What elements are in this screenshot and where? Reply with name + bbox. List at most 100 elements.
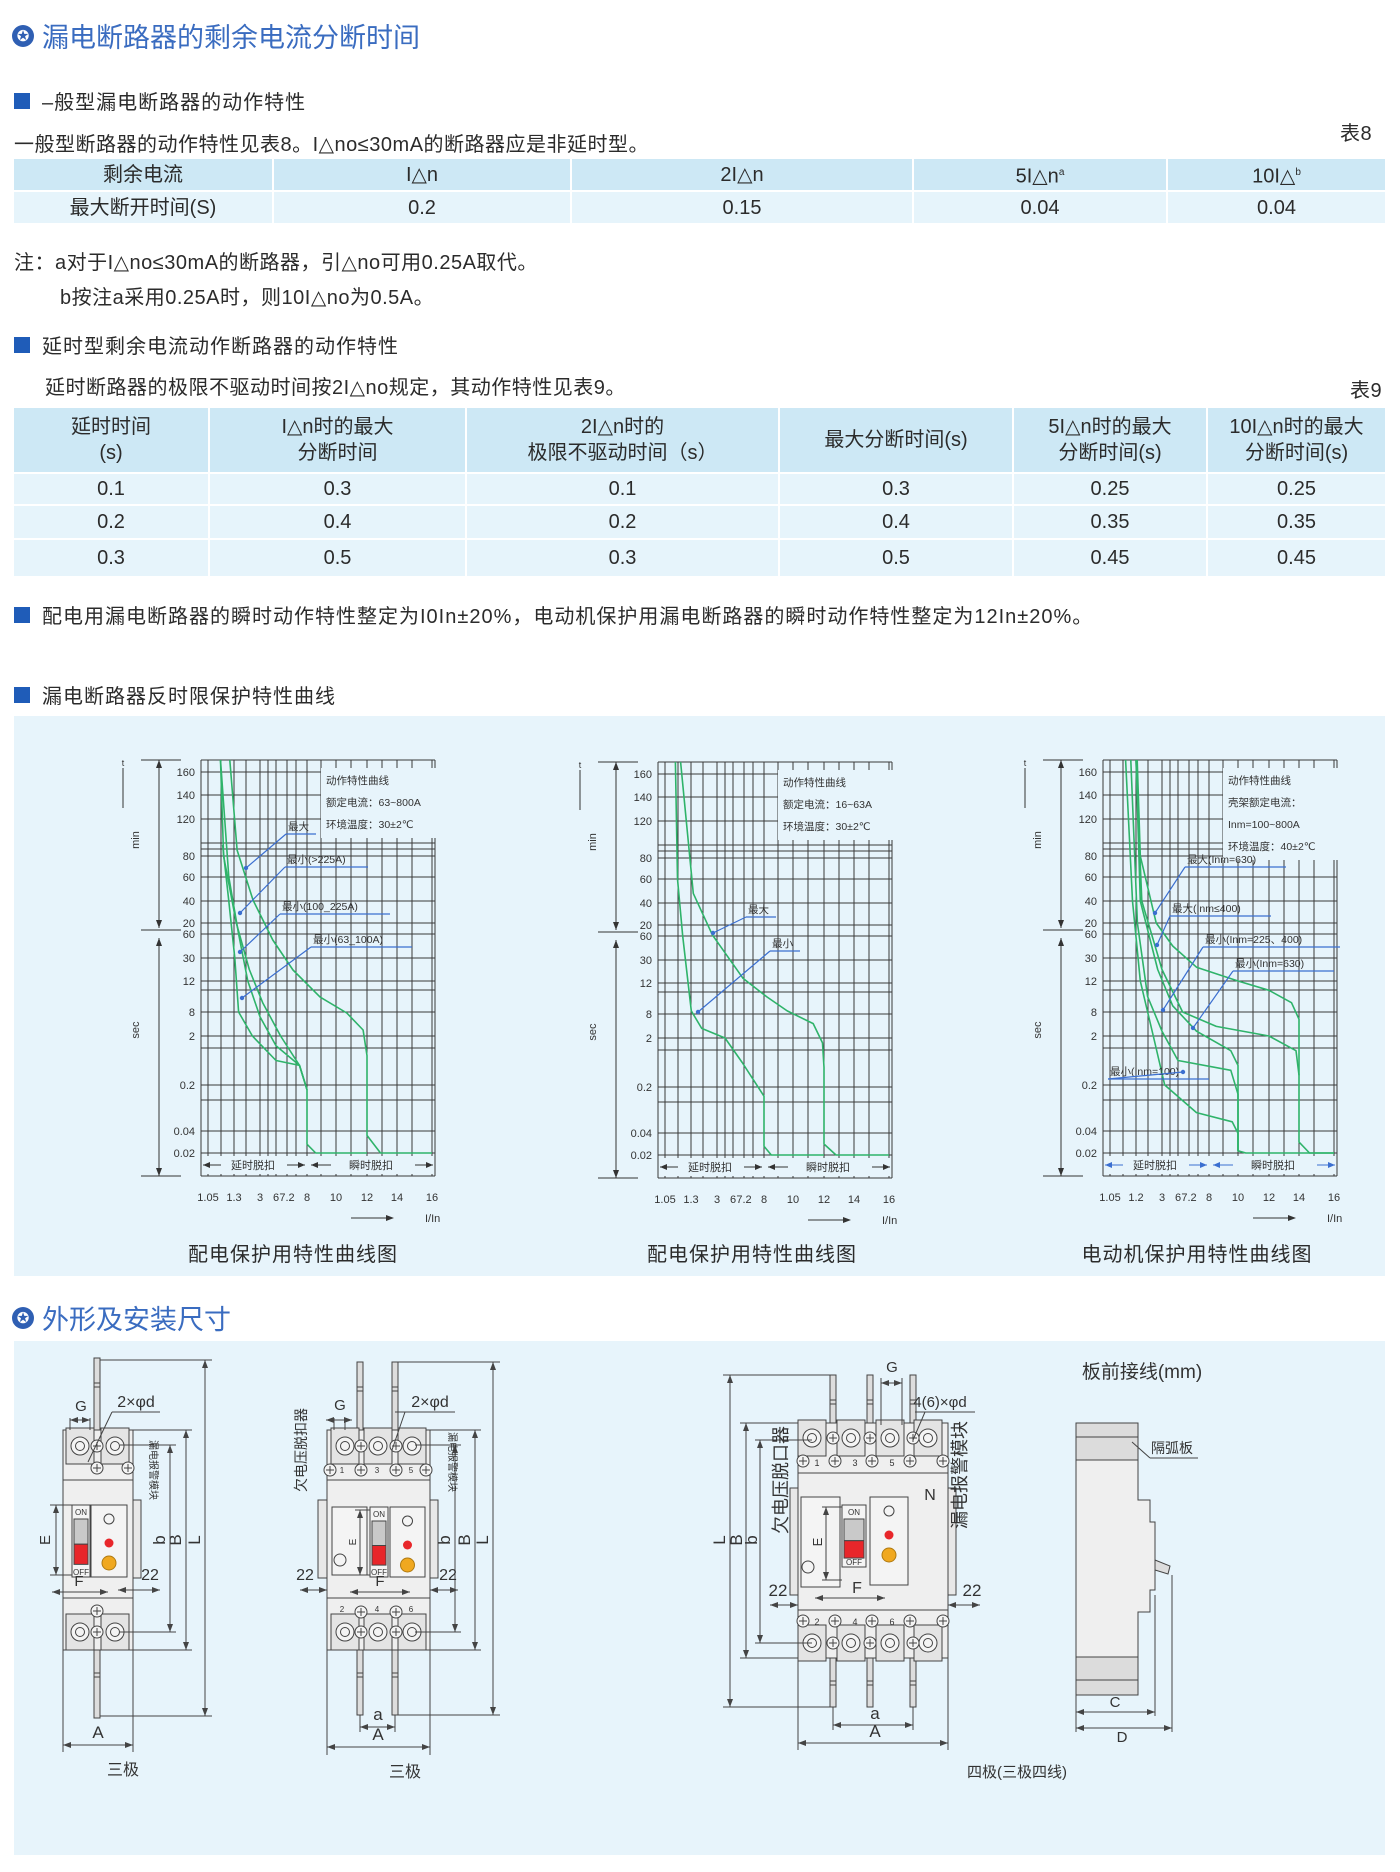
- y-tick-label: 60: [183, 872, 195, 884]
- x-tick-label: 16: [426, 1192, 438, 1204]
- terminal-screw-icon: [373, 1627, 383, 1637]
- dim-a: a: [870, 1704, 880, 1723]
- dim-b: b: [435, 1535, 454, 1544]
- y-axis-label-sec: sec: [130, 1021, 142, 1039]
- y-tick-label: 40: [1085, 896, 1097, 908]
- y-tick-label: 160: [634, 769, 652, 781]
- y-tick-label: 160: [1079, 767, 1097, 779]
- arrow-head-icon: [695, 1009, 701, 1015]
- plot-area: 16014012080604020603012820.20.040.021.05…: [122, 758, 441, 1225]
- x-tick-label: 6: [273, 1192, 279, 1204]
- x-tick-label: 12: [818, 1194, 830, 1206]
- star-icon: ✪: [12, 24, 34, 47]
- chart-note: 动作特性曲线: [326, 774, 389, 787]
- cell: 0.35: [1206, 505, 1385, 540]
- terminal-screw-icon: [75, 1441, 85, 1451]
- x-axis-label: I/In: [1327, 1213, 1342, 1225]
- x-tick-label: 7.2: [736, 1194, 751, 1206]
- y-axis-label-min: min: [1032, 831, 1044, 849]
- y-tick-label: 80: [640, 853, 652, 865]
- cell: 最大断开时间(S): [14, 191, 273, 225]
- leak-module-label: 漏电报警模块: [950, 1421, 970, 1529]
- dim-22-right: 22: [439, 1567, 457, 1584]
- x-tick-label: 1.05: [1099, 1192, 1120, 1204]
- arrow-head-icon: [239, 995, 245, 1001]
- uv-module-side: [789, 1487, 799, 1596]
- cell: 0.25: [1012, 473, 1207, 506]
- arrow-head-icon: [1058, 760, 1064, 768]
- y-axis-label-min: min: [587, 833, 599, 851]
- terminal-rod: [93, 1357, 101, 1433]
- uv-trip-box: [331, 1506, 368, 1576]
- dim-22-left: 22: [296, 1567, 314, 1584]
- y-tick-label: 12: [1085, 976, 1097, 988]
- header-cell: 10I△b: [1166, 159, 1385, 192]
- y-arrow-label: t: [1024, 758, 1027, 768]
- x-tick-label: 16: [1328, 1192, 1340, 1204]
- drawing-caption-3: 四极(三极四线): [967, 1764, 1067, 1781]
- notes-background: [1223, 768, 1339, 860]
- y-tick-label: 30: [1085, 953, 1097, 965]
- annotation-leader: [1156, 915, 1171, 946]
- y-tick-label: 20: [1085, 918, 1097, 930]
- leak-module-label: 漏电报警模块: [147, 1440, 160, 1500]
- uv-trip-hole-icon: [801, 1560, 815, 1574]
- arrow-head-icon: [823, 1507, 829, 1580]
- chart-motor: 16014012080604020603012820.20.040.021.05…: [1024, 758, 1343, 1225]
- arc-plate-top: [1075, 1422, 1139, 1461]
- arrow-head-icon: [710, 930, 716, 936]
- arrow-head-icon: [883, 1164, 890, 1170]
- arc-plate-label: 隔弧板: [1151, 1440, 1193, 1456]
- leak-module-side: [132, 1499, 142, 1579]
- terminal-number: 6: [409, 1605, 414, 1614]
- arrow-head-icon: [1180, 1069, 1186, 1075]
- arrow-head-icon: [237, 949, 243, 955]
- y-tick-label: 140: [1079, 790, 1097, 802]
- terminal-screw-icon: [880, 1633, 900, 1653]
- cell: 0.45: [1012, 539, 1207, 578]
- chart-note: 动作特性曲线: [1228, 774, 1291, 787]
- arrow-head-icon: [156, 938, 162, 946]
- y-tick-label: 0.04: [1076, 1126, 1097, 1138]
- on-label: ON: [848, 1508, 860, 1517]
- uv-trip-label: 欠电压脱口器: [771, 1426, 791, 1534]
- cell: 0.5: [208, 539, 466, 578]
- curve-series-2: [1130, 759, 1239, 1151]
- dim-b: b: [150, 1535, 169, 1544]
- arrow-head-icon: [833, 1722, 913, 1728]
- header-cell: I△n时的最大 分断时间: [208, 408, 466, 474]
- x-tick-label: 6: [730, 1194, 736, 1206]
- header-cell: 剩余电流: [14, 159, 273, 192]
- leak-module-side: [947, 1487, 957, 1596]
- terminal-screw-icon: [110, 1627, 120, 1637]
- arrow-head-icon: [243, 865, 249, 871]
- x-tick-label: 1.2: [1128, 1192, 1143, 1204]
- arrow-head-icon: [237, 910, 243, 916]
- side-view-body: [1075, 1422, 1156, 1696]
- terminal-number: 1: [814, 1458, 819, 1468]
- dim-F: F: [852, 1580, 862, 1597]
- x-tick-label: 14: [848, 1194, 860, 1206]
- y-tick-label: 20: [640, 920, 652, 932]
- arrow-head-icon: [1058, 920, 1064, 928]
- note-b: b按注a采用0.25A时，则10I△no为0.5A。: [60, 287, 435, 309]
- header-cell: 10I△n时的最大 分断时间(s): [1206, 408, 1385, 474]
- dim-B: B: [455, 1534, 474, 1545]
- table-header-row: 剩余电流 I△n 2I△n 5I△na 10I△b: [14, 159, 1385, 192]
- dim-E: E: [348, 1538, 359, 1545]
- arrow-head-icon: [948, 1602, 980, 1608]
- arrow-head-icon: [298, 1162, 305, 1168]
- red-lamp-icon: [104, 1538, 114, 1548]
- x-tick-label: 14: [1293, 1192, 1305, 1204]
- uv-module-side: [317, 1499, 328, 1579]
- chart-caption: 电动机保护用特性曲线图: [1081, 1244, 1313, 1266]
- chart-note: 环境温度：30±2℃: [783, 820, 871, 833]
- annotation-label: 最小(Inm=100): [1110, 1066, 1179, 1078]
- arrow-head-icon: [815, 1595, 885, 1601]
- annotation-label: 最小(63_100A): [313, 934, 383, 946]
- arrow-head-icon: [1058, 1168, 1064, 1176]
- y-tick-label: 60: [640, 931, 652, 943]
- notes-background: [321, 768, 437, 838]
